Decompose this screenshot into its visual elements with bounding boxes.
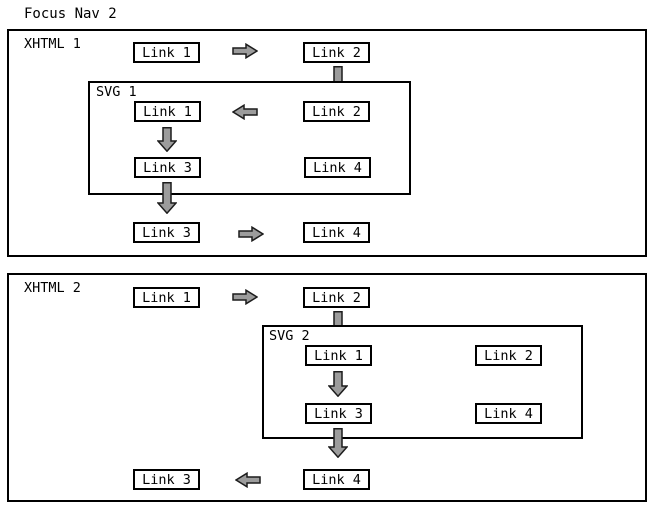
svg2-link-3[interactable]: Link 3: [305, 403, 372, 424]
arrow-left-icon: [235, 472, 261, 488]
svg1-link-1[interactable]: Link 1: [134, 101, 201, 122]
svg2-link-1[interactable]: Link 1: [305, 345, 372, 366]
xhtml1-link-1[interactable]: Link 1: [133, 42, 200, 63]
svg1-link-2[interactable]: Link 2: [303, 101, 370, 122]
svg2-link-4[interactable]: Link 4: [475, 403, 542, 424]
arrow-down-icon: [157, 127, 177, 152]
page-title: Focus Nav 2: [24, 6, 117, 22]
arrow-right-icon: [232, 289, 258, 305]
arrow-right-icon: [232, 43, 258, 59]
arrow-right-icon: [238, 226, 264, 242]
panel-svg-2-label: SVG 2: [269, 328, 310, 344]
svg1-link-3[interactable]: Link 3: [134, 157, 201, 178]
xhtml2-link-4[interactable]: Link 4: [303, 469, 370, 490]
xhtml2-link-1[interactable]: Link 1: [133, 287, 200, 308]
panel-xhtml-1-label: XHTML 1: [24, 36, 81, 52]
xhtml2-link-3[interactable]: Link 3: [133, 469, 200, 490]
xhtml1-link-2[interactable]: Link 2: [303, 42, 370, 63]
arrow-down-icon: [328, 428, 348, 458]
panel-svg-1-label: SVG 1: [96, 84, 137, 100]
svg1-link-4[interactable]: Link 4: [304, 157, 371, 178]
xhtml1-link-4[interactable]: Link 4: [303, 222, 370, 243]
arrow-down-icon: [328, 371, 348, 397]
svg2-link-2[interactable]: Link 2: [475, 345, 542, 366]
panel-xhtml-2-label: XHTML 2: [24, 280, 81, 296]
xhtml1-link-3[interactable]: Link 3: [133, 222, 200, 243]
xhtml2-link-2[interactable]: Link 2: [303, 287, 370, 308]
arrow-down-icon: [157, 182, 177, 214]
arrow-left-icon: [232, 104, 258, 120]
